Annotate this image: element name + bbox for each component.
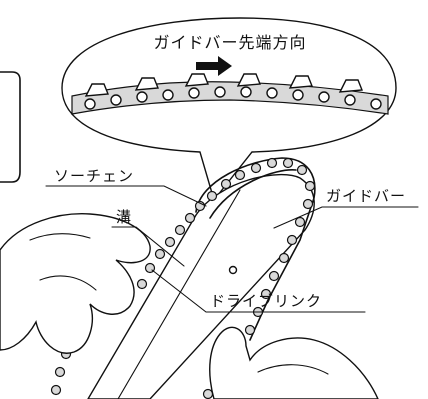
callout-bubble: ガイドバー先端方向	[61, 17, 397, 202]
chain-cutters	[84, 73, 363, 97]
guide-bar-leader	[273, 206, 419, 229]
left-hand	[0, 213, 151, 354]
side-panel-frame	[0, 71, 21, 183]
guide-bar	[87, 173, 315, 399]
direction-label: ガイドバー先端方向	[153, 33, 306, 52]
bar-groove-line	[117, 189, 241, 399]
right-hand	[209, 326, 379, 399]
drive-link-label: ドライブリンク	[210, 292, 322, 310]
bar-hole	[228, 265, 238, 275]
chain-rivets	[84, 86, 382, 110]
groove-leader	[111, 226, 185, 267]
saw-chain-leader	[45, 185, 207, 207]
saw-chain-label: ソーチェン	[54, 167, 134, 185]
drive-link-leader	[151, 269, 366, 313]
saw-chain-links	[206, 157, 316, 336]
chain-closeup	[71, 73, 389, 115]
groove-label: 溝	[116, 208, 132, 226]
arrow-right-icon	[196, 56, 232, 76]
guide-bar-label: ガイドバー	[326, 187, 406, 205]
